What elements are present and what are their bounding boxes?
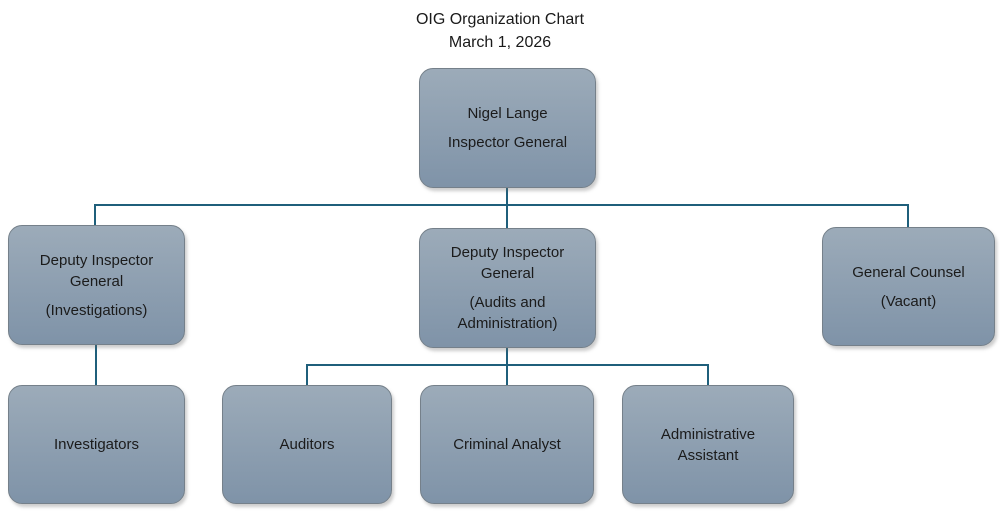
org-node-auditors: Auditors [222, 385, 392, 504]
org-node-administrative-assistant: Administrative Assistant [622, 385, 794, 504]
node-role: Criminal Analyst [453, 436, 561, 453]
node-role: General Counsel [852, 263, 965, 281]
org-node-criminal-analyst: Criminal Analyst [420, 385, 594, 504]
org-node-investigators: Investigators [8, 385, 185, 504]
node-role: Deputy Inspector General [450, 244, 565, 282]
node-status: (Vacant) [880, 292, 937, 310]
chart-title: OIG Organization Chart [415, 11, 585, 28]
node-division: (Audits and Administration) [457, 294, 558, 332]
connector-ig-to-level2 [94, 188, 909, 228]
org-node-inspector-general: Nigel Lange Inspector General [419, 68, 596, 188]
node-role: Auditors [279, 436, 335, 453]
node-role: Inspector General [447, 134, 568, 151]
org-node-general-counsel: General Counsel (Vacant) [822, 227, 995, 346]
chart-date: March 1, 2026 [448, 34, 552, 51]
node-name: Nigel Lange [467, 105, 548, 122]
chart-title-block: OIG Organization Chart March 1, 2026 [0, 8, 1000, 54]
node-role: Investigators [53, 436, 140, 453]
org-node-deputy-ig-investigations: Deputy Inspector General (Investigations… [8, 225, 185, 345]
connector-digaud-to-level3 [306, 348, 709, 385]
node-role: Deputy Inspector General [39, 251, 154, 290]
org-node-deputy-ig-audits-administration: Deputy Inspector General (Audits and Adm… [419, 228, 596, 348]
node-role: Administrative Assistant [660, 425, 756, 464]
node-division: (Investigations) [45, 301, 148, 319]
